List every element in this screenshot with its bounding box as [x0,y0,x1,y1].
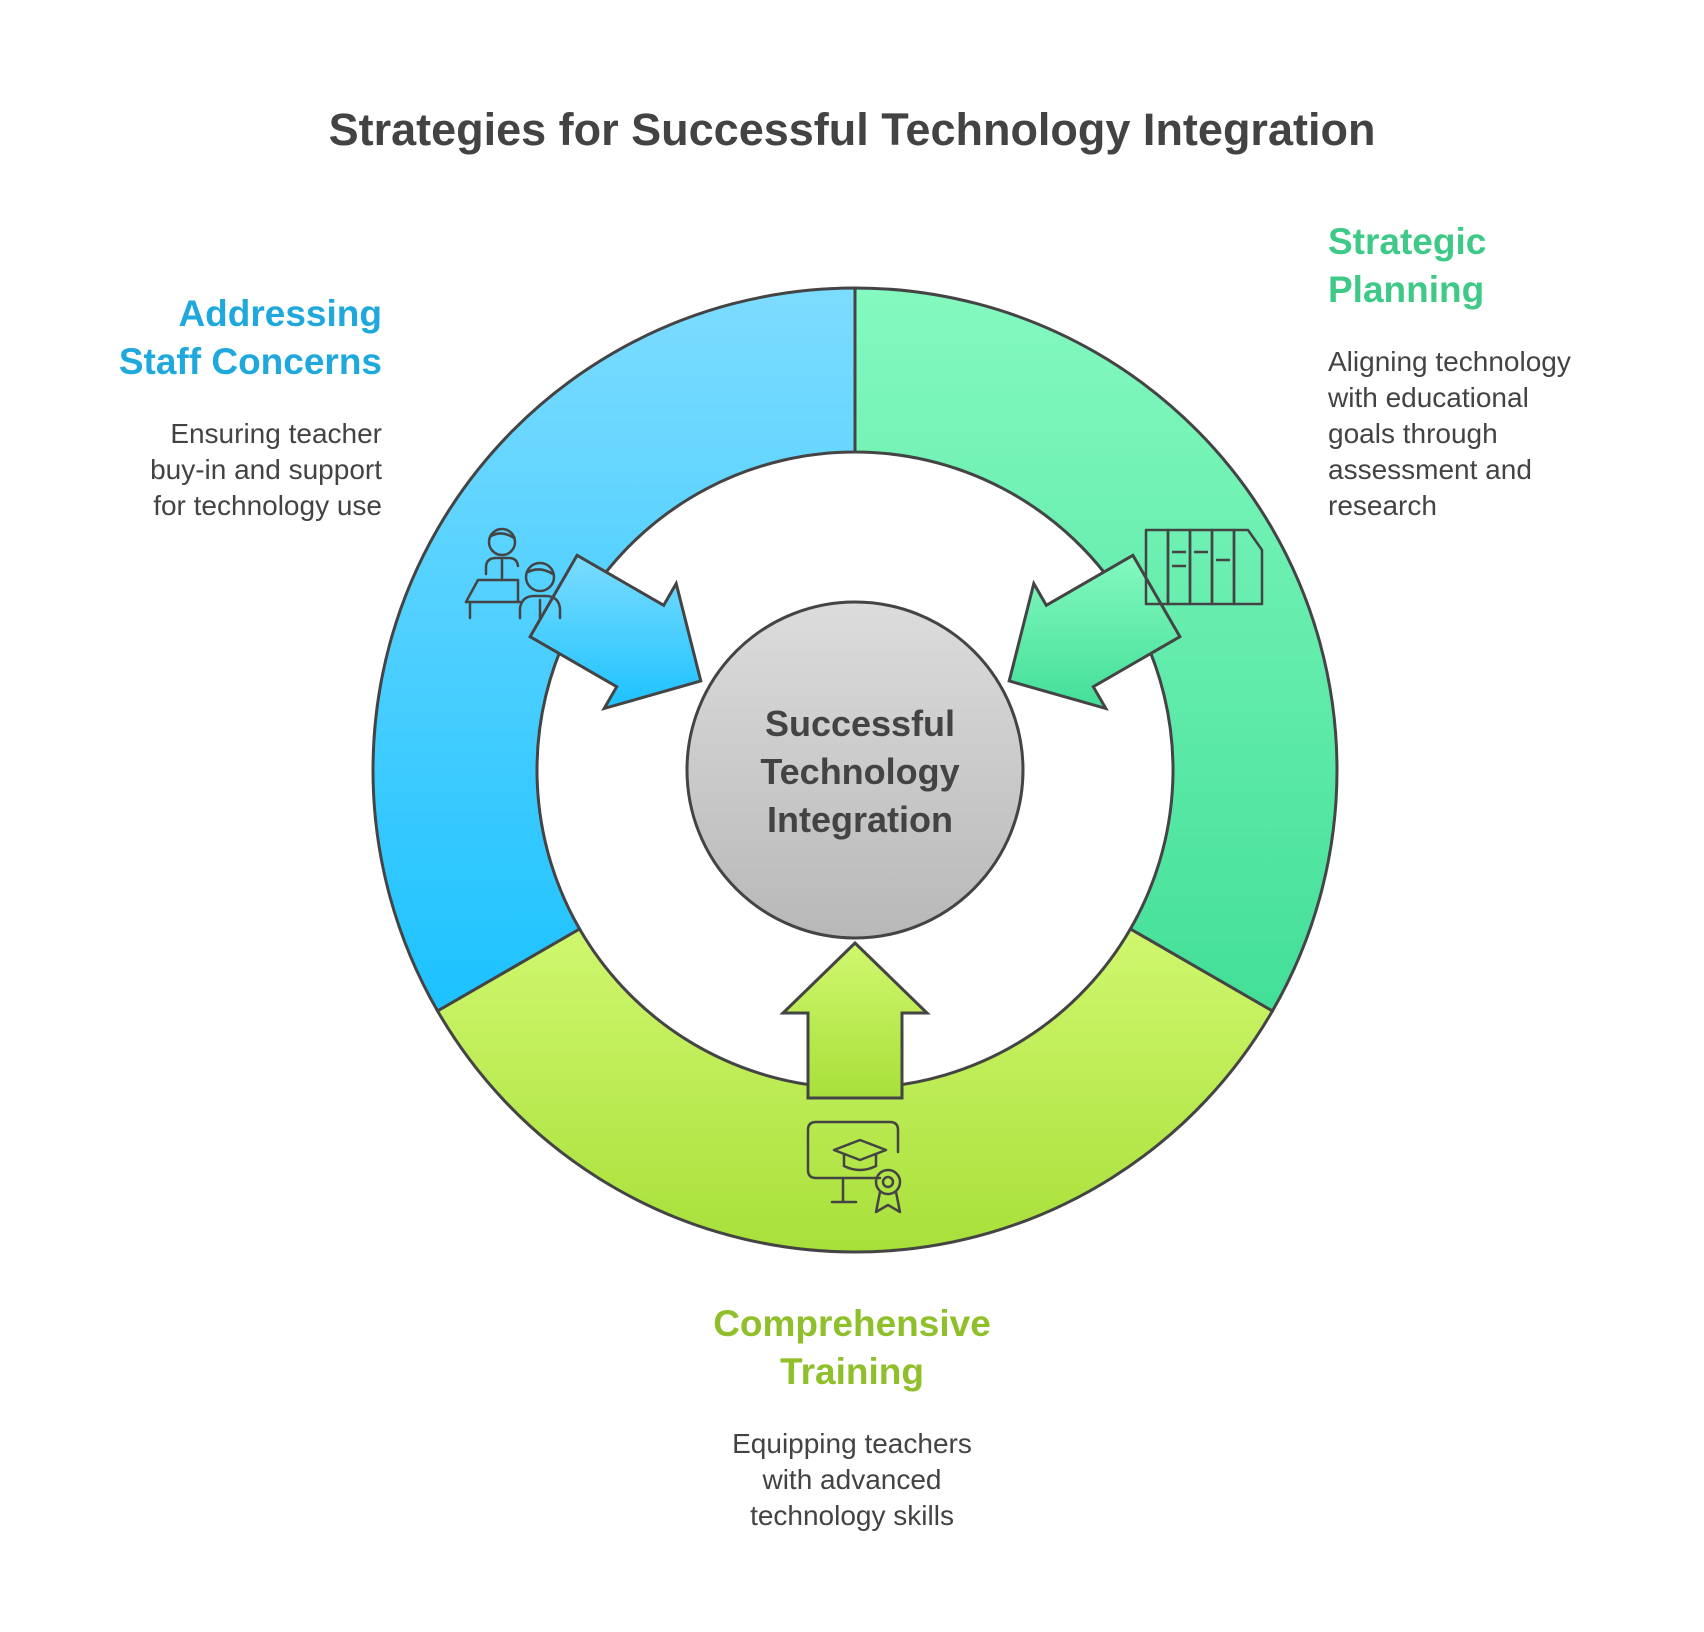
center-circle [685,600,1025,940]
addressing-description-line: Ensuring teacher [170,418,382,449]
training-title: Comprehensive Training [652,1300,1052,1396]
online-certificate-icon [806,1120,902,1214]
training-title-line: Comprehensive [713,1303,991,1344]
addressing-description-line: for technology use [153,490,382,521]
addressing-title-line: Staff Concerns [118,341,382,382]
strategic-description-line: assessment and [1328,454,1532,485]
addressing-description-line: buy-in and support [150,454,382,485]
strategic-description: Aligning technology with educational goa… [1328,344,1668,524]
addressing-segment [371,286,857,1014]
page-title: Strategies for Successful Technology Int… [328,104,1376,155]
addressing-title: Addressing Staff Concerns [22,290,382,386]
training-description: Equipping teachers with advanced technol… [652,1426,1052,1534]
strategic-description-line: research [1328,490,1437,521]
strategic-title: Strategic Planning [1328,218,1668,314]
strategic-arrow [1007,553,1182,711]
strategic-description-line: Aligning technology [1328,346,1571,377]
center-label-line: Successful [764,703,956,744]
training-arrow [779,940,931,1100]
books-icon [1144,528,1264,606]
training-title-line: Training [780,1351,924,1392]
strategic-description-line: with educational [1328,382,1529,413]
addressing-description: Ensuring teacher buy-in and support for … [22,416,382,524]
strategic-title-line: Planning [1328,269,1485,310]
strategic-description-line: goals through [1328,418,1498,449]
center-label-line: Integration [767,799,953,840]
center-label: Successful Technology Integration [690,700,1030,844]
strategic-title-line: Strategic [1328,221,1487,262]
training-description-line: technology skills [750,1500,954,1531]
center-label-line: Technology [760,751,960,792]
teacher-student-icon [464,527,562,620]
addressing-title-line: Addressing [178,293,382,334]
strategic-segment [853,286,1339,1014]
training-description-line: Equipping teachers [732,1428,972,1459]
training-description-line: with advanced [762,1464,942,1495]
addressing-arrow [528,553,703,711]
